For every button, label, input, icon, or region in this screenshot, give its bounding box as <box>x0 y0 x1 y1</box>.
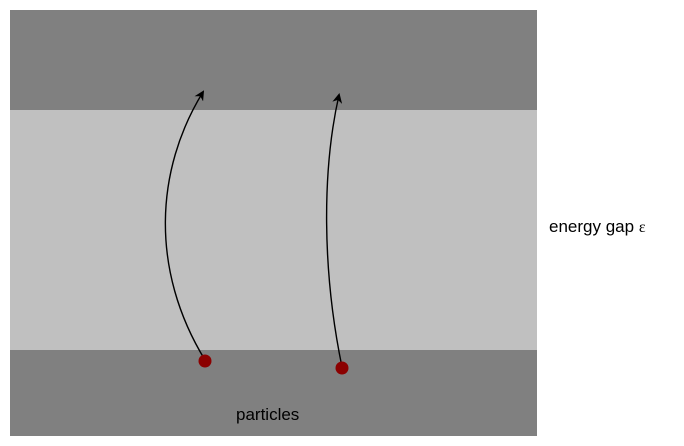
energy-gap-text: energy gap <box>549 217 635 236</box>
excitation-arrow-right <box>325 93 343 368</box>
energy-gap-label: energy gap ε <box>549 217 646 237</box>
excitation-arrow-left <box>164 90 206 361</box>
epsilon-symbol: ε <box>638 219 646 236</box>
upper-band <box>10 10 537 110</box>
lower-band <box>10 350 537 436</box>
energy-gap-region <box>10 110 537 350</box>
particle-right <box>335 361 349 375</box>
particle-left <box>198 354 212 368</box>
particles-label: particles <box>236 405 300 424</box>
